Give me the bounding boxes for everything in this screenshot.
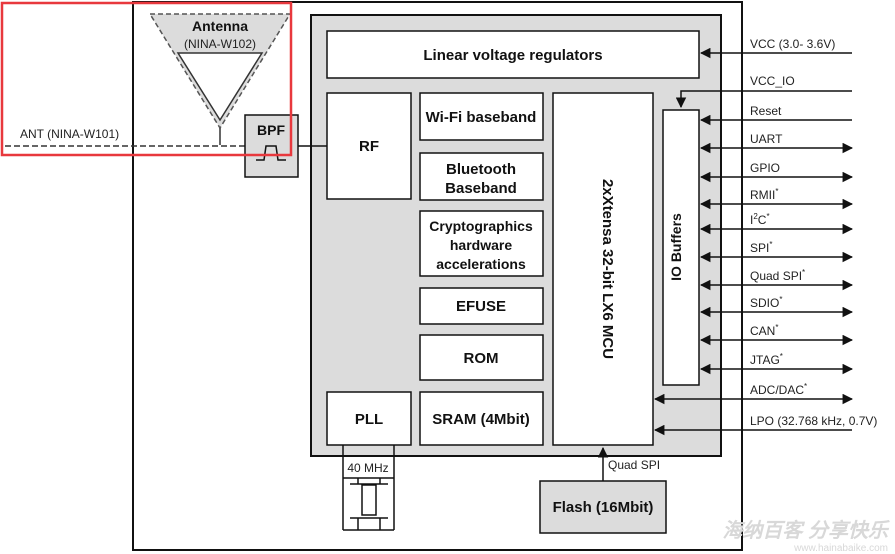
vcc-io-line xyxy=(675,90,852,109)
watermark-text: 海纳百客 分享快乐 xyxy=(722,519,890,542)
crypto-label-3: accelerations xyxy=(436,256,526,272)
antenna-title: Antenna xyxy=(192,18,248,34)
rmii-label: RMII* xyxy=(750,187,778,202)
bt-block xyxy=(419,152,544,201)
antenna: Antenna (NINA-W102) xyxy=(148,13,292,145)
quad-spi-flash-label: Quad SPI xyxy=(608,458,660,472)
signal-lines xyxy=(653,47,854,436)
crypto-block xyxy=(419,210,544,277)
crypto-label-1: Cryptographics xyxy=(429,218,533,234)
sdio-label: SDIO* xyxy=(750,295,782,310)
crypto-label-2: hardware xyxy=(450,237,512,253)
mcu-block xyxy=(552,92,654,446)
ant-connector-label: ANT (NINA-W101) xyxy=(20,127,119,141)
i2c-label: I2C* xyxy=(750,212,770,227)
ldo-block xyxy=(326,30,700,79)
reset-label: Reset xyxy=(750,104,782,118)
ldo-label: Linear voltage regulators xyxy=(423,47,602,64)
crystal xyxy=(342,445,395,531)
vcc-io-label: VCC_IO xyxy=(750,74,795,88)
sram-block xyxy=(419,391,544,446)
pll-label: PLL xyxy=(355,411,383,428)
rf-label: RF xyxy=(359,138,379,155)
vcc-label: VCC (3.0- 3.6V) xyxy=(750,37,835,51)
uart-label: UART xyxy=(750,132,783,146)
adc-dac-label: ADC/DAC* xyxy=(750,382,807,397)
efuse-label: EFUSE xyxy=(456,298,506,315)
lpo-label: LPO (32.768 kHz, 0.7V) xyxy=(750,414,877,428)
bt-label-2: Baseband xyxy=(445,180,517,197)
efuse-block xyxy=(419,287,544,325)
quad-spi-label: Quad SPI* xyxy=(750,268,805,283)
mcu-label: 2xXtensa 32-bit LX6 MCU xyxy=(599,179,616,359)
io-buffers-label: IO Buffers xyxy=(668,213,684,281)
spi-label: SPI* xyxy=(750,240,772,255)
rom-block xyxy=(419,334,544,381)
highlight-box xyxy=(0,1,293,157)
wifi-label: Wi-Fi baseband xyxy=(426,109,537,126)
pll-block xyxy=(326,391,412,446)
bpf-symbol xyxy=(256,145,286,161)
bpf-label: BPF xyxy=(257,122,285,138)
flash-block xyxy=(539,480,667,534)
rom-label: ROM xyxy=(464,350,499,367)
sram-label: SRAM (4Mbit) xyxy=(432,411,530,428)
antenna-inner-triangle xyxy=(176,52,264,122)
bt-label-1: Bluetooth xyxy=(446,161,516,178)
jtag-label: JTAG* xyxy=(750,352,783,367)
gpio-label: GPIO xyxy=(750,161,780,175)
watermark-url: www.hainabaike.com xyxy=(793,543,888,554)
can-label: CAN* xyxy=(750,323,778,338)
flash-label: Flash (16Mbit) xyxy=(553,499,654,516)
rf-block xyxy=(326,92,412,200)
antenna-model: (NINA-W102) xyxy=(184,37,256,51)
io-buffers-block xyxy=(662,109,700,386)
wifi-block xyxy=(419,92,544,141)
crystal-freq-label: 40 MHz xyxy=(347,461,388,475)
